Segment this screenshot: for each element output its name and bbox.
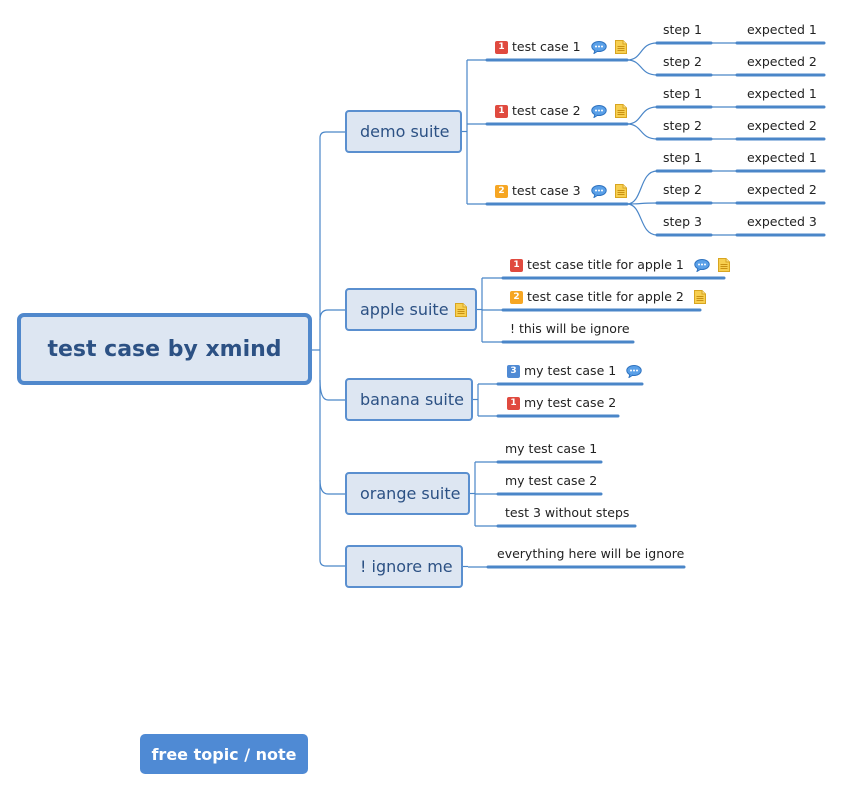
step-topic[interactable]: step 2 [663,117,702,135]
expected-topic[interactable]: expected 1 [747,149,817,167]
suite-topic-label: demo suite [360,122,450,141]
priority-1-icon: 1 [495,104,508,118]
test-case-topic-label: test case 3 [512,183,581,198]
test-case-topic[interactable]: everything here will be ignore [497,545,684,563]
test-case-topic-label: test case title for apple 1 [527,257,684,272]
expected-topic-label: expected 2 [747,182,817,197]
priority-1-icon: 1 [510,258,523,272]
step-connector [626,123,658,140]
expected-topic[interactable]: expected 1 [747,21,817,39]
expected-topic-label: expected 1 [747,150,817,165]
note-icon[interactable] [454,302,467,317]
step-topic-label: step 1 [663,22,702,37]
priority-1-icon: 1 [507,396,520,410]
test-case-topic-label: my test case 2 [505,473,598,488]
test-case-topic[interactable]: 3 my test case 1 [507,362,642,380]
connector-demo-suite [319,131,345,350]
free-topic[interactable]: free topic / note [140,734,308,774]
priority-3-icon: 3 [507,364,520,378]
comment-icon[interactable] [694,258,710,273]
expected-topic-label: expected 1 [747,86,817,101]
step-topic-label: step 1 [663,150,702,165]
priority-1-icon: 1 [495,40,508,54]
test-case-topic[interactable]: 2 test case 3 [495,182,627,200]
expected-topic[interactable]: expected 2 [747,117,817,135]
priority-2-icon: 2 [510,290,523,304]
connector-orange-suite [319,479,345,495]
expected-topic-label: expected 2 [747,54,817,69]
free-topic-label: free topic / note [151,744,297,764]
test-case-topic-label: ! this will be ignore [510,321,630,336]
suite-topic[interactable]: banana suite [345,378,473,421]
expected-topic[interactable]: expected 2 [747,53,817,71]
step-topic-label: step 2 [663,118,702,133]
note-icon[interactable] [614,40,627,54]
suite-topic[interactable]: apple suite [345,288,477,331]
test-case-topic-label: test case title for apple 2 [527,289,684,304]
expected-topic-label: expected 3 [747,214,817,229]
step-topic-label: step 3 [663,214,702,229]
expected-topic-label: expected 2 [747,118,817,133]
step-topic[interactable]: step 1 [663,85,702,103]
comment-icon[interactable] [590,184,607,199]
step-topic-label: step 2 [663,54,702,69]
test-case-topic-label: my test case 2 [524,395,617,410]
suite-topic[interactable]: orange suite [345,472,470,515]
test-case-topic[interactable]: my test case 1 [505,440,597,458]
test-case-topic-label: my test case 1 [524,363,617,378]
step-topic[interactable]: step 1 [663,149,702,167]
test-case-topic-label: everything here will be ignore [497,546,685,561]
connector-banana-suite [319,379,345,401]
test-case-topic[interactable]: 1 test case 2 [495,102,627,120]
note-icon[interactable] [614,104,627,118]
step-connector [626,42,658,61]
note-icon[interactable] [614,184,627,198]
test-case-topic-label: my test case 1 [505,441,598,456]
comment-icon[interactable] [626,364,642,379]
expected-topic[interactable]: expected 3 [747,213,817,231]
test-case-topic-label: test case 2 [512,103,581,118]
note-icon[interactable] [693,290,706,304]
test-case-topic-label: test 3 without steps [505,505,630,520]
suite-topic-label: ! ignore me [360,557,453,576]
connector-apple-suite [319,309,345,321]
test-case-topic[interactable]: my test case 2 [505,472,597,490]
priority-2-icon: 2 [495,184,508,198]
step-connector [626,106,658,125]
step-topic-label: step 2 [663,182,702,197]
test-case-topic[interactable]: 1 my test case 2 [507,394,616,412]
step-topic[interactable]: step 1 [663,21,702,39]
test-case-topic[interactable]: test 3 without steps [505,504,629,522]
comment-icon[interactable] [590,40,607,55]
test-case-topic[interactable]: 1 test case 1 [495,38,627,56]
central-topic[interactable]: test case by xmind [17,313,312,385]
step-connector [626,203,658,236]
comment-icon[interactable] [590,104,607,119]
step-connector [626,59,658,76]
step-topic-label: step 1 [663,86,702,101]
suite-topic[interactable]: ! ignore me [345,545,463,588]
expected-topic[interactable]: expected 1 [747,85,817,103]
suite-topic-label: apple suite [360,300,449,319]
connector-ignore-suite [319,350,345,567]
step-topic[interactable]: step 3 [663,213,702,231]
step-connector [626,170,658,205]
suite-topic-label: banana suite [360,390,464,409]
suite-topic-label: orange suite [360,484,461,503]
expected-topic[interactable]: expected 2 [747,181,817,199]
expected-topic-label: expected 1 [747,22,817,37]
test-case-topic[interactable]: ! this will be ignore [510,320,630,338]
note-icon[interactable] [717,258,730,272]
central-topic-label: test case by xmind [47,336,282,362]
step-topic[interactable]: step 2 [663,181,702,199]
test-case-topic[interactable]: 1 test case title for apple 1 [510,256,730,274]
test-case-topic[interactable]: 2 test case title for apple 2 [510,288,706,306]
suite-topic[interactable]: demo suite [345,110,462,153]
test-case-topic-label: test case 1 [512,39,581,54]
step-topic[interactable]: step 2 [663,53,702,71]
